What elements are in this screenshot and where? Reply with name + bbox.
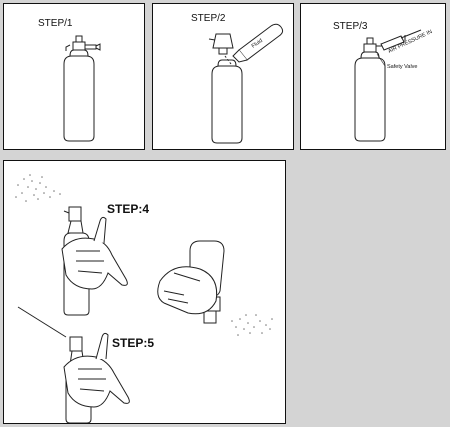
safety-valve-label: Safety Valve (387, 64, 417, 70)
sprayer-bottle (208, 33, 243, 144)
hand-inverted (157, 266, 218, 315)
panel-step-4-5: STEP:4 STEP:5 (3, 160, 286, 424)
step-4-label: STEP:4 (107, 202, 149, 216)
step-1-label: STEP/1 (38, 18, 73, 29)
panel-step-2: STEP/2 Fluid (152, 3, 294, 150)
fluid-label: Fluid (251, 38, 264, 50)
step-3-label: STEP/3 (333, 21, 368, 32)
step-2-label: STEP/2 (191, 13, 226, 24)
spray-stream (17, 306, 67, 338)
step-5-label: STEP:5 (112, 336, 154, 350)
panel-step-3: STEP/3 AIR PRESSURE IN Safety Valve (300, 3, 446, 150)
sprayer-bottle (354, 37, 386, 142)
spray-mist (15, 174, 61, 202)
sprayer-bottle (63, 35, 101, 142)
fluid-bottle (224, 23, 284, 65)
panel-step-1: STEP/1 (3, 3, 145, 150)
air-pump (380, 29, 422, 51)
hand-step5 (63, 332, 130, 408)
hand-step4 (61, 216, 128, 290)
spray-mist-right (231, 314, 273, 336)
